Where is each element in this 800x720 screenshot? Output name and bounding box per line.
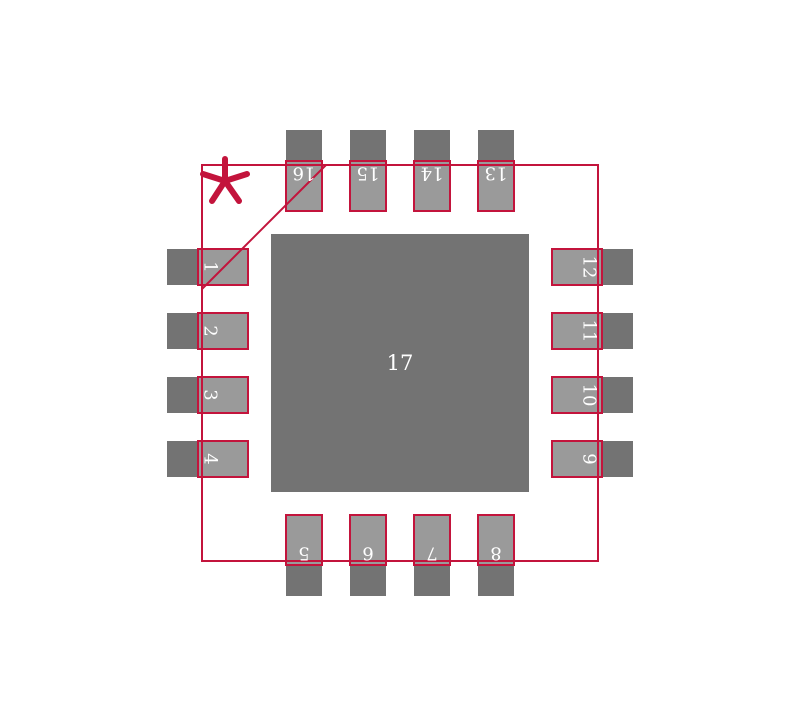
pin-contact-9 [551,440,603,478]
pin-label-14: 14 [421,163,444,184]
pin1-chamfer-line [201,164,327,290]
pin-label-9: 9 [579,453,600,464]
pin-label-6: 6 [362,543,373,564]
thermal-pad [271,234,529,492]
pin-contact-10 [551,376,603,414]
pin-contact-13 [477,160,515,212]
pin-contacts [197,160,603,566]
pin-contact-5 [285,514,323,566]
pin-contact-8 [477,514,515,566]
pin-label-8: 8 [490,543,501,564]
pin-contact-12 [551,248,603,286]
pin-label-1: 1 [200,261,221,272]
pin-contact-14 [413,160,451,212]
pin-contact-15 [349,160,387,212]
pin-contact-2 [197,312,249,350]
pin-label-4: 4 [200,453,221,464]
pin-label-5: 5 [298,543,309,564]
pin-label-3: 3 [200,389,221,400]
pin-label-10: 10 [579,384,600,407]
asterisk-icon [200,156,250,204]
pin-contact-3 [197,376,249,414]
package-outline [201,164,599,562]
pin-contact-4 [197,440,249,478]
pin-label-13: 13 [485,163,508,184]
pin-label-7: 7 [426,543,437,564]
pin-contact-6 [349,514,387,566]
pin-label-15: 15 [357,163,380,184]
pin-label-2: 2 [200,325,221,336]
pin-label-12: 12 [579,256,600,279]
pin-contact-11 [551,312,603,350]
pin-label-16: 16 [293,163,316,184]
thermal-pad-label: 17 [387,351,414,375]
pin-contact-7 [413,514,451,566]
pin-label-11: 11 [579,320,600,343]
